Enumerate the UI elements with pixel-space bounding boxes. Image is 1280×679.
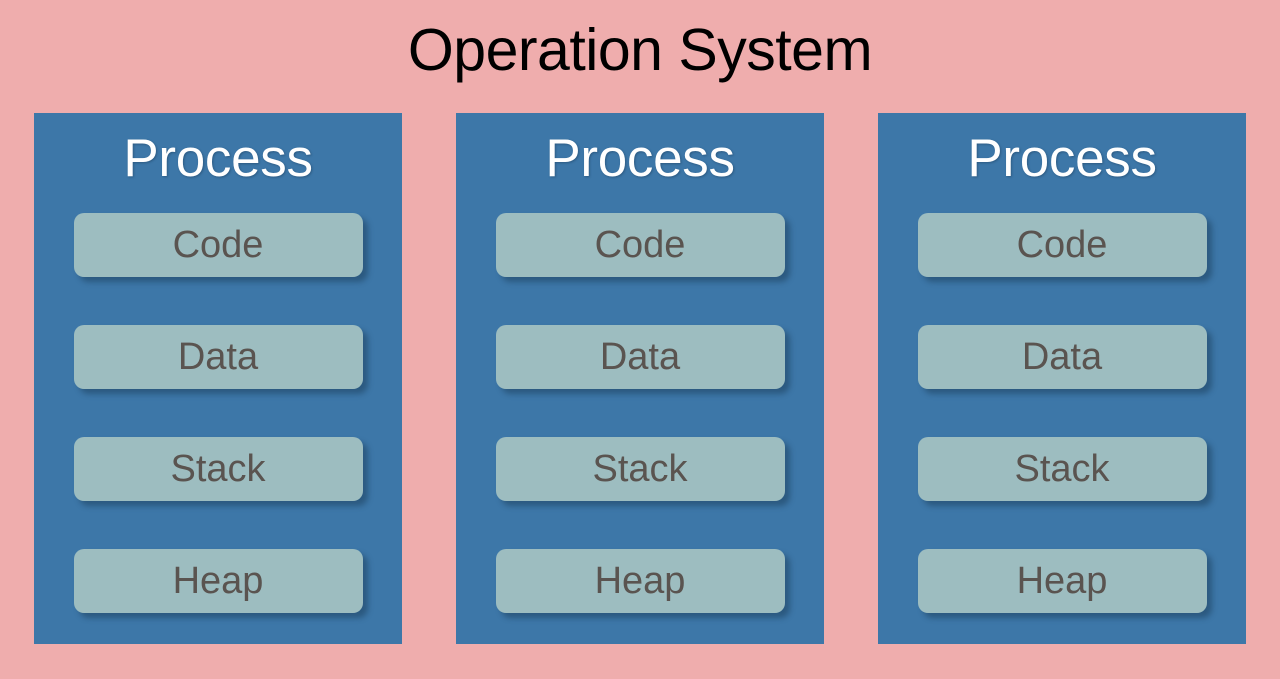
segment-pill-data[interactable]: Data xyxy=(917,325,1207,389)
segment-label: Heap xyxy=(172,560,264,602)
segment-label: Data xyxy=(177,336,259,378)
segment-pill-code[interactable]: Code xyxy=(73,213,363,277)
segment-label: Stack xyxy=(592,448,688,490)
segment-label: Code xyxy=(594,224,686,266)
segment-label: Data xyxy=(1021,336,1103,378)
process-box-1[interactable]: Process Code Data Stack Heap xyxy=(34,113,402,644)
segment-pill-heap[interactable]: Heap xyxy=(73,549,363,613)
segment-pill-heap[interactable]: Heap xyxy=(917,549,1207,613)
segment-label: Data xyxy=(599,336,681,378)
segment-pill-stack[interactable]: Stack xyxy=(917,437,1207,501)
segment-pill-data[interactable]: Data xyxy=(495,325,785,389)
segment-pill-code[interactable]: Code xyxy=(917,213,1207,277)
process-box-2[interactable]: Process Code Data Stack Heap xyxy=(456,113,824,644)
segment-label: Stack xyxy=(1014,448,1110,490)
process-heading: Process xyxy=(123,129,313,188)
segment-label: Code xyxy=(172,224,264,266)
segment-pill-stack[interactable]: Stack xyxy=(495,437,785,501)
segment-pill-stack[interactable]: Stack xyxy=(73,437,363,501)
page-title: Operation System xyxy=(407,17,873,83)
segment-pill-heap[interactable]: Heap xyxy=(495,549,785,613)
memory-segment-list-1: Code Data Stack Heap xyxy=(73,213,363,613)
segment-pill-code[interactable]: Code xyxy=(495,213,785,277)
memory-segment-list-2: Code Data Stack Heap xyxy=(495,213,785,613)
segment-label: Heap xyxy=(594,560,686,602)
memory-segment-list-3: Code Data Stack Heap xyxy=(917,213,1207,613)
process-box-3[interactable]: Process Code Data Stack Heap xyxy=(878,113,1246,644)
segment-label: Code xyxy=(1016,224,1108,266)
segment-pill-data[interactable]: Data xyxy=(73,325,363,389)
process-row: Process Code Data Stack Heap Process xyxy=(34,113,1246,644)
segment-label: Stack xyxy=(170,448,266,490)
process-heading: Process xyxy=(967,129,1157,188)
segment-label: Heap xyxy=(1016,560,1108,602)
process-heading: Process xyxy=(545,129,735,188)
